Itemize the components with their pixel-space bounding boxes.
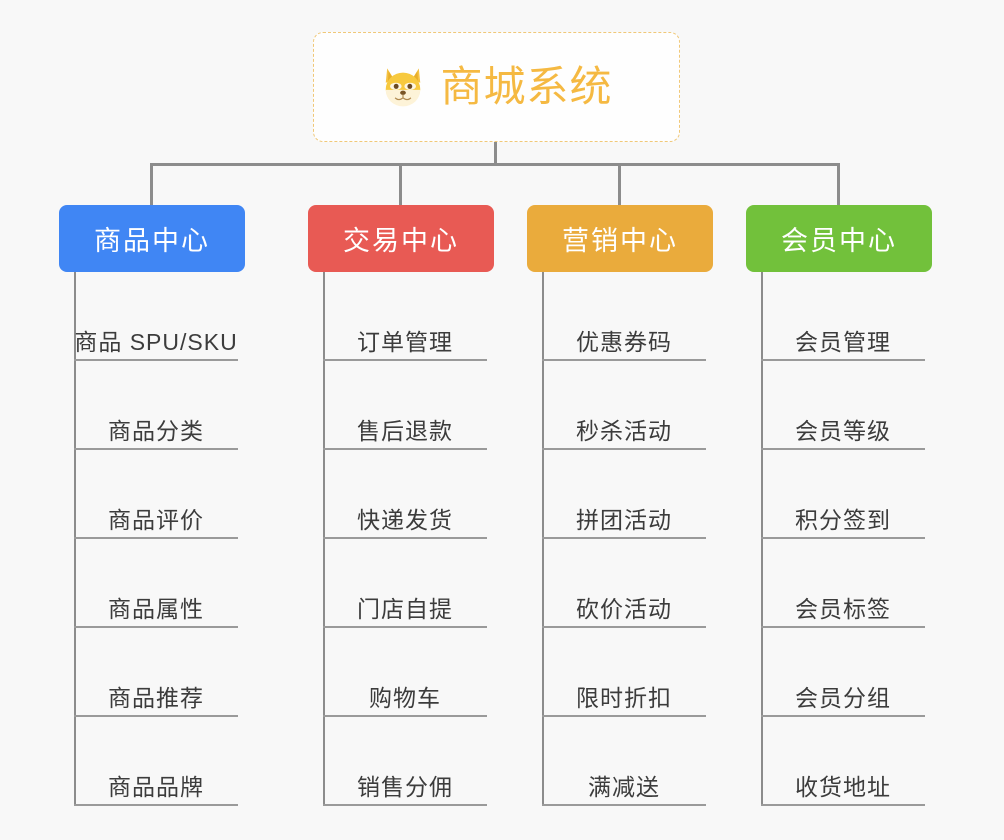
leaf-item-label: 门店自提 <box>357 595 453 622</box>
leaf-item[interactable]: 限时折扣 <box>542 628 706 717</box>
leaf-item[interactable]: 优惠券码 <box>542 272 706 361</box>
leaf-item[interactable]: 商品 SPU/SKU <box>74 272 238 361</box>
branch-header-product-center[interactable]: 商品中心 <box>59 205 245 272</box>
leaf-item[interactable]: 会员管理 <box>761 272 925 361</box>
branch-header-label: 营销中心 <box>562 226 678 256</box>
leaf-item-label: 售后退款 <box>357 417 453 444</box>
leaf-item-label: 商品 SPU/SKU <box>74 328 238 355</box>
branch-spine-connector <box>74 272 76 806</box>
leaf-item[interactable]: 商品评价 <box>74 450 238 539</box>
leaf-item-label: 商品评价 <box>108 506 204 533</box>
leaf-item-label: 商品属性 <box>108 595 204 622</box>
leaf-item-label: 销售分佣 <box>357 773 453 800</box>
branch-drop-connector-1 <box>150 163 153 206</box>
branch-drop-connector-3 <box>618 163 621 206</box>
leaf-item-label: 优惠券码 <box>576 328 672 355</box>
leaf-item[interactable]: 商品推荐 <box>74 628 238 717</box>
leaf-item[interactable]: 门店自提 <box>323 539 487 628</box>
leaf-item-label: 收货地址 <box>795 773 891 800</box>
leaf-item-label: 拼团活动 <box>576 506 672 533</box>
shiba-dog-icon <box>380 64 426 110</box>
leaf-item-label: 满减送 <box>588 773 660 800</box>
leaf-item[interactable]: 秒杀活动 <box>542 361 706 450</box>
branch-drop-connector-2 <box>399 163 402 206</box>
leaf-item[interactable]: 商品品牌 <box>74 717 238 806</box>
leaf-item[interactable]: 拼团活动 <box>542 450 706 539</box>
leaf-item[interactable]: 会员等级 <box>761 361 925 450</box>
root-node-shop-system[interactable]: 商城系统 <box>313 32 680 142</box>
leaf-item[interactable]: 会员分组 <box>761 628 925 717</box>
leaf-item[interactable]: 销售分佣 <box>323 717 487 806</box>
branch-header-label: 商品中心 <box>94 226 210 256</box>
leaf-item-label: 会员标签 <box>795 595 891 622</box>
leaf-item-label: 秒杀活动 <box>576 417 672 444</box>
leaf-item-label: 快递发货 <box>357 506 453 533</box>
leaf-item-label: 会员分组 <box>795 684 891 711</box>
leaf-item-label: 积分签到 <box>795 506 891 533</box>
branch-spine-connector <box>542 272 544 806</box>
leaf-item[interactable]: 会员标签 <box>761 539 925 628</box>
branch-header-label: 会员中心 <box>781 226 897 256</box>
branch-spine-connector <box>761 272 763 806</box>
leaf-item-label: 会员等级 <box>795 417 891 444</box>
horizontal-bus-connector <box>150 163 839 166</box>
branch-header-marketing-center[interactable]: 营销中心 <box>527 205 713 272</box>
branch-drop-connector-4 <box>837 163 840 206</box>
leaf-item[interactable]: 商品分类 <box>74 361 238 450</box>
leaf-item-label: 购物车 <box>369 684 441 711</box>
leaf-item-label: 商品品牌 <box>108 773 204 800</box>
leaf-item-label: 砍价活动 <box>576 595 672 622</box>
branch-spine-connector <box>323 272 325 806</box>
leaf-item[interactable]: 售后退款 <box>323 361 487 450</box>
leaf-item[interactable]: 快递发货 <box>323 450 487 539</box>
leaf-item[interactable]: 收货地址 <box>761 717 925 806</box>
leaf-item[interactable]: 砍价活动 <box>542 539 706 628</box>
leaf-item-label: 订单管理 <box>357 328 453 355</box>
leaf-item[interactable]: 商品属性 <box>74 539 238 628</box>
leaf-item-label: 商品推荐 <box>108 684 204 711</box>
leaf-item[interactable]: 积分签到 <box>761 450 925 539</box>
leaf-item-label: 会员管理 <box>795 328 891 355</box>
root-stem-connector <box>494 142 497 165</box>
leaf-item[interactable]: 购物车 <box>323 628 487 717</box>
branch-header-label: 交易中心 <box>343 226 459 256</box>
leaf-item[interactable]: 订单管理 <box>323 272 487 361</box>
leaf-item[interactable]: 满减送 <box>542 717 706 806</box>
leaf-item-label: 商品分类 <box>108 417 204 444</box>
leaf-item-label: 限时折扣 <box>576 684 672 711</box>
root-title: 商城系统 <box>440 63 613 110</box>
branch-header-member-center[interactable]: 会员中心 <box>746 205 932 272</box>
branch-header-trade-center[interactable]: 交易中心 <box>308 205 494 272</box>
